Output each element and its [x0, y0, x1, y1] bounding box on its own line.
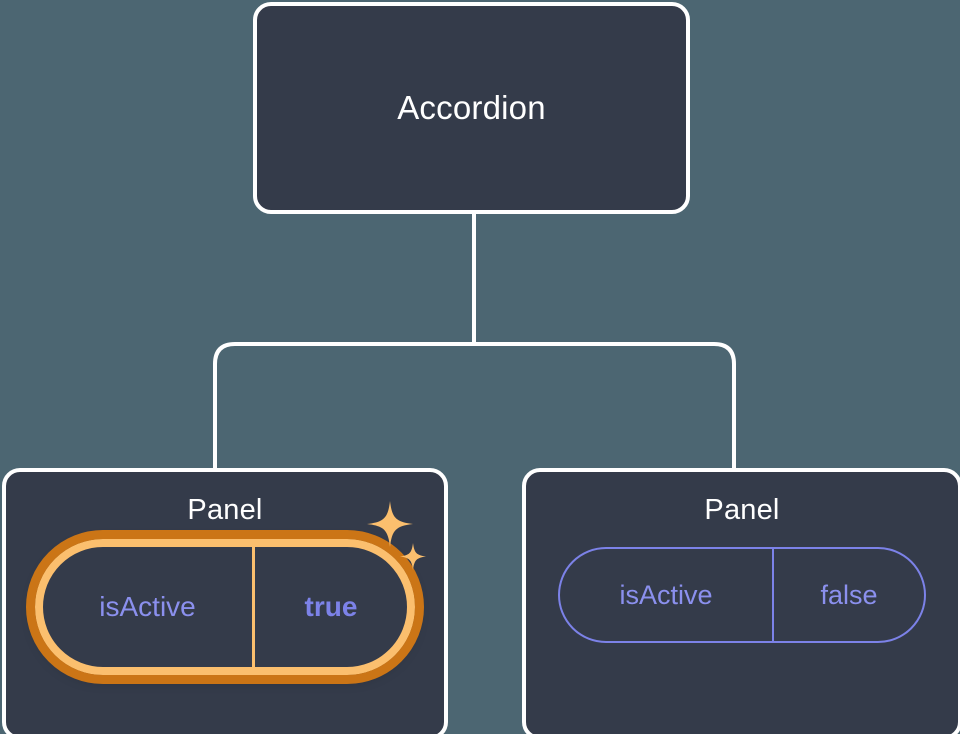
node-panel-active-title: Panel — [187, 494, 263, 526]
prop-value-active: true — [304, 591, 358, 622]
prop-pill-container-inactive: isActive false — [526, 547, 958, 643]
connector-branch-left — [213, 342, 474, 470]
node-accordion-title: Accordion — [397, 89, 546, 126]
prop-key-inactive: isActive — [560, 549, 774, 641]
prop-pill-active[interactable]: isActive true — [26, 530, 424, 684]
node-panel-inactive-title: Panel — [704, 494, 780, 526]
prop-pill-inactive[interactable]: isActive false — [558, 547, 926, 643]
node-panel-inactive[interactable]: Panel isActive false — [522, 468, 960, 734]
prop-pill-container-active: isActive true — [6, 501, 444, 684]
prop-value-inactive: false — [820, 579, 878, 610]
node-panel-active[interactable]: Panel isActive true — [2, 468, 448, 734]
connector-branch-right — [474, 342, 736, 470]
prop-key-active: isActive — [43, 547, 255, 667]
node-accordion[interactable]: Accordion — [253, 2, 690, 214]
